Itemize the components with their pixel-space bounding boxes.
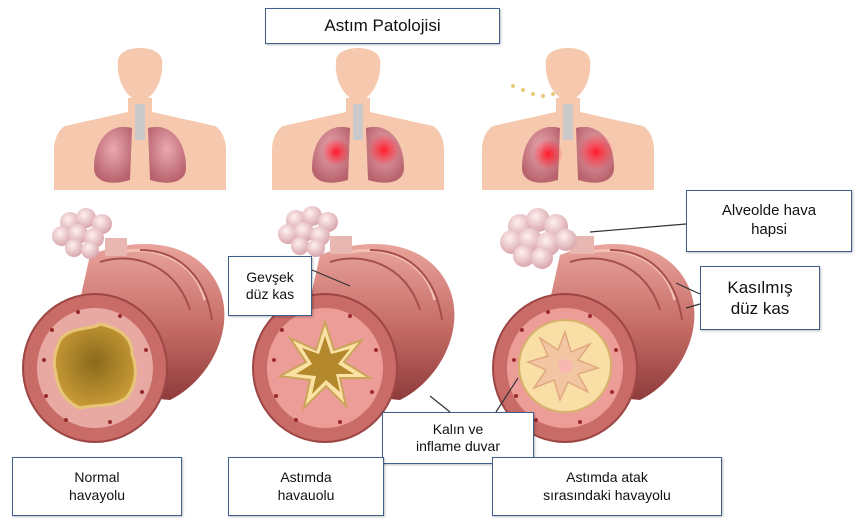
caption-asthma-attack-airway: Astımda atak sırasındaki havayolu [492,457,722,516]
alveoli-asthma [278,206,338,257]
airway-normal [23,208,224,442]
airway-attack [493,208,694,442]
torso-attack [482,48,654,190]
torso-asthma [272,48,444,190]
breath-dots [511,84,555,98]
label-relaxed-smooth-muscle: Gevşek düz kas [228,256,312,316]
torso-normal [54,48,226,190]
diagram-title: Astım Patolojisi [265,8,500,44]
airway-asthma [253,206,454,442]
caption-asthma-airway: Astımda havauolu [228,457,384,516]
caption-normal-airway: Normal havayolu [12,457,182,516]
label-air-trapped-in-alveoli: Alveolde hava hapsi [686,190,852,252]
label-contracted-smooth-muscle: Kasılmış düz kas [700,266,820,330]
